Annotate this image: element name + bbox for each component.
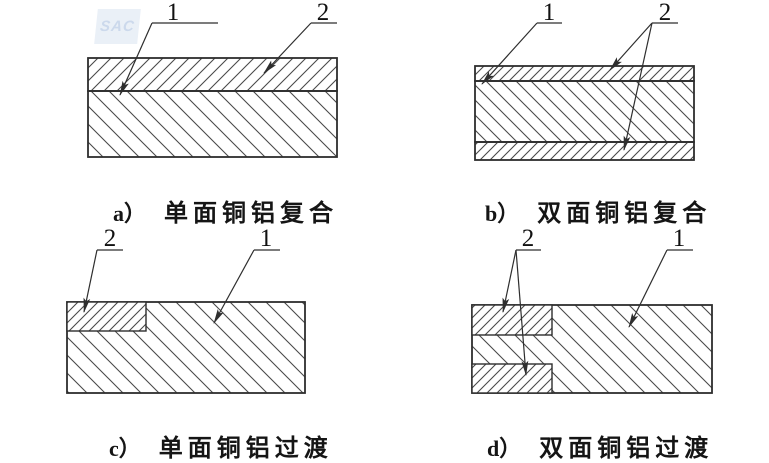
b-callout-2-leader-top <box>609 22 653 71</box>
d-copper-transition-bottom <box>471 363 553 394</box>
b-aluminum-core-layer <box>474 80 695 143</box>
d-callout-1-label: 1 <box>673 225 686 252</box>
a-callout-1-leader <box>119 22 153 96</box>
c-callout-1-leader <box>213 249 255 324</box>
c-aluminum-body <box>66 301 306 394</box>
b-copper-clad-bottom-layer <box>474 141 695 161</box>
b-copper-clad-top-layer <box>474 65 695 82</box>
a-copper-clad-layer <box>87 57 338 92</box>
d-callout-1-leader <box>628 249 668 328</box>
caption-d-letter: d） <box>487 436 522 461</box>
c-callout-2-label: 2 <box>104 225 117 252</box>
b-callout-1-leader <box>481 22 538 85</box>
a-callout-1-label: 1 <box>167 0 180 26</box>
d-copper-transition-top <box>471 304 553 336</box>
c-copper-transition-zone <box>66 301 147 332</box>
c-callout-2-leader <box>83 249 98 313</box>
caption-b: b） 双面铜铝复合 <box>485 193 711 228</box>
caption-d: d） 双面铜铝过渡 <box>487 428 713 463</box>
caption-c-letter: c） <box>109 436 141 461</box>
b-callout-1-label: 1 <box>543 0 556 26</box>
diagram-b: 1 2 <box>474 0 695 161</box>
diagram-d: 2 1 <box>471 225 713 394</box>
d-callout-2-leader-top <box>502 249 517 313</box>
caption-a-text: 单面铜铝复合 <box>164 200 339 227</box>
caption-b-text: 双面铜铝复合 <box>537 200 712 227</box>
c-callout-1-label: 1 <box>260 225 273 252</box>
caption-b-letter: b） <box>485 201 520 226</box>
diagram-c: 2 1 <box>66 225 306 394</box>
b-callout-2-leader-bottom <box>623 22 653 151</box>
caption-c: c） 单面铜铝过渡 <box>109 428 333 463</box>
a-aluminum-base-layer <box>87 90 338 158</box>
a-callout-2-label: 2 <box>317 0 330 26</box>
b-callout-2-label: 2 <box>659 0 672 26</box>
caption-c-text: 单面铜铝过渡 <box>158 435 333 462</box>
d-callout-2-label: 2 <box>522 225 535 252</box>
caption-a: a） 单面铜铝复合 <box>113 193 338 228</box>
d-callout-2-leader-bottom <box>515 249 529 376</box>
caption-a-letter: a） <box>113 201 147 226</box>
a-callout-2-leader <box>263 22 312 74</box>
caption-d-text: 双面铜铝过渡 <box>539 435 714 462</box>
diagram-a: 1 2 <box>87 0 338 158</box>
